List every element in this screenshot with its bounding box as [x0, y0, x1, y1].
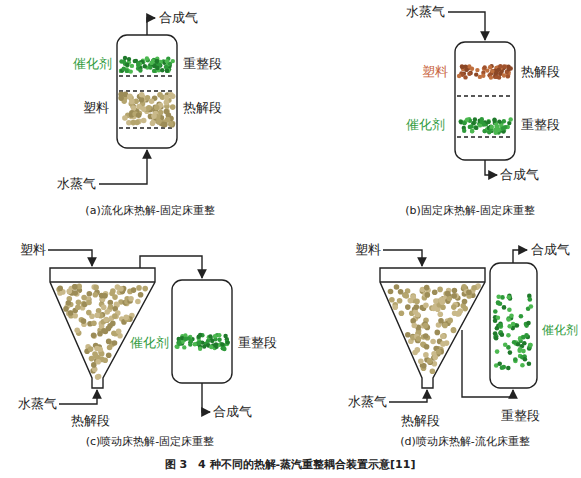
part-label: 水蒸气: [57, 176, 96, 192]
part-label: 重整段: [183, 56, 222, 72]
inlet-pipe: [99, 150, 147, 184]
reactor-column: [117, 35, 177, 148]
part-label: (d)喷动床热解-流化床重整: [400, 435, 530, 448]
outlet-pipe: [147, 18, 155, 35]
inlet-pipe: [448, 12, 485, 40]
bed-divider: [457, 136, 513, 137]
part-label: 合成气: [213, 404, 252, 420]
outlet-pipe: [485, 160, 497, 175]
reactor-column: [490, 263, 537, 388]
figure-caption: 图 3 4 种不同的热解-蒸汽重整耦合装置示意[11]: [165, 458, 416, 471]
reactor-column: [172, 280, 232, 383]
bed-divider: [119, 90, 175, 91]
inlet-pipe: [59, 390, 97, 404]
inlet-pipe: [389, 390, 427, 402]
part-label: 催化剂: [406, 117, 445, 133]
part-label: (b)固定床热解-固定床重整: [405, 204, 535, 217]
part-label: 塑料: [355, 242, 381, 258]
part-label: 合成气: [531, 242, 570, 258]
part-label: 催化剂: [73, 56, 112, 72]
part-label: 重整段: [521, 117, 560, 133]
part-label: 水蒸气: [18, 396, 57, 412]
part-label: 合成气: [500, 167, 539, 183]
outlet-pipe: [513, 250, 527, 263]
part-label: 重整段: [501, 408, 540, 424]
part-label: 催化剂: [542, 323, 578, 337]
part-label: 催化剂: [130, 335, 169, 351]
part-label: 塑料: [422, 64, 448, 80]
transfer-pipe: [462, 330, 513, 397]
part-label: 重整段: [238, 335, 277, 351]
part-label: 水蒸气: [406, 4, 445, 20]
bed-particles: [56, 56, 533, 380]
part-label: 热解段: [71, 413, 110, 429]
feed-pipe: [48, 250, 92, 266]
part-label: 水蒸气: [348, 394, 387, 410]
bed-divider: [457, 95, 513, 96]
bed-divider: [119, 127, 175, 128]
part-label: (c)喷动床热解-固定床重整: [86, 435, 215, 448]
feed-pipe: [383, 250, 422, 266]
reactor-column: [455, 42, 515, 160]
spouted-bed-cone: [380, 268, 485, 388]
part-label: 塑料: [83, 100, 109, 116]
part-label: 热解段: [401, 413, 440, 429]
part-label: 热解段: [521, 64, 560, 80]
bed-divider: [119, 75, 175, 76]
part-label: 塑料: [20, 242, 46, 258]
outlet-pipe: [202, 383, 210, 412]
part-label: (a)流化床热解-固定床重整: [85, 204, 214, 217]
cone-rim: [50, 281, 155, 282]
part-label: 合成气: [159, 10, 198, 26]
part-label: 热解段: [183, 100, 222, 116]
cone-rim: [380, 281, 485, 282]
transfer-pipe: [140, 256, 202, 278]
spouted-bed-cone: [50, 268, 155, 388]
